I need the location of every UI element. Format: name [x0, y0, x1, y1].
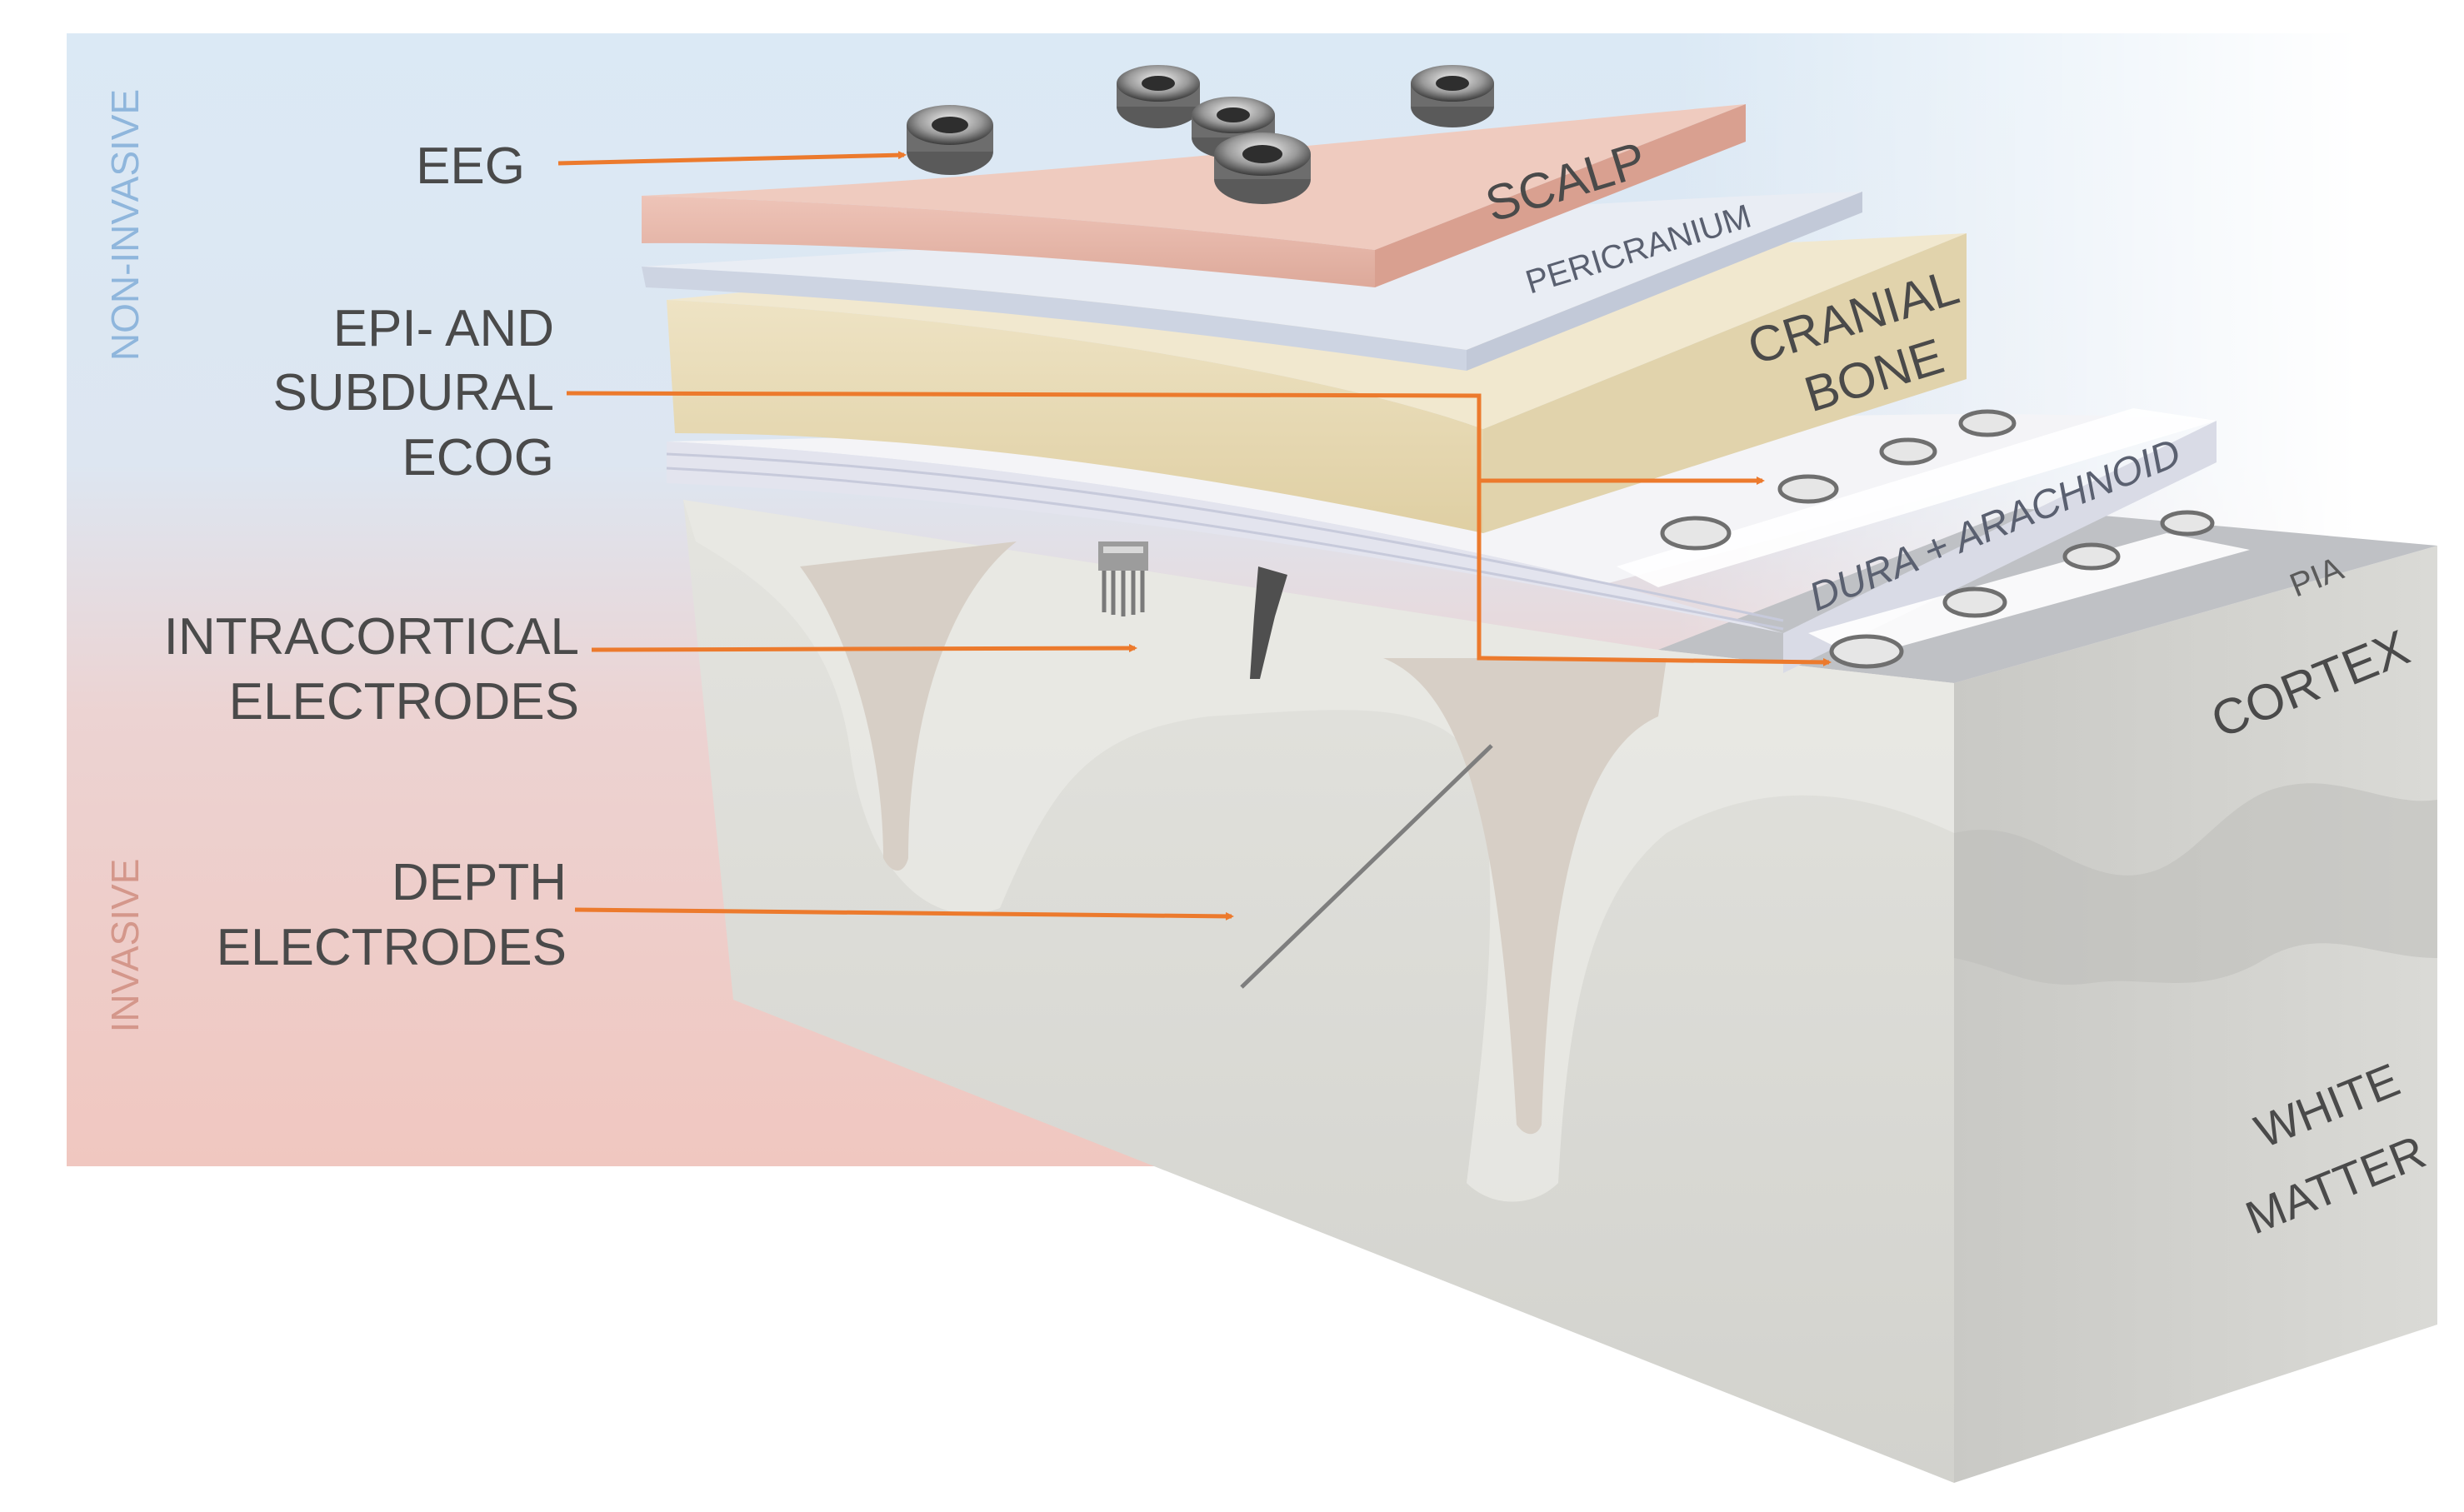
- scalp-layer: [642, 104, 1746, 287]
- eeg-electrode-icon: [907, 105, 993, 175]
- dura-front-face: [667, 442, 1783, 633]
- ecog-grid: [1617, 408, 2250, 669]
- ecog-label-line3: ECOG: [402, 429, 554, 487]
- invasive-label: INVASIVE: [103, 859, 147, 1033]
- ecog-contact: [1879, 437, 1937, 466]
- ecog-contact: [1660, 516, 1732, 551]
- cortex-side-face: [1954, 546, 2437, 1483]
- pericranium-front-face: [642, 267, 1467, 371]
- sulcus-left: [800, 541, 1017, 871]
- ecog-contact: [1958, 409, 2017, 437]
- ecog-contact: [1829, 634, 1904, 669]
- ecog-contact: [2160, 510, 2215, 536]
- side-grey-band: [1954, 783, 2437, 986]
- ecog-lower-sheet: [1808, 533, 2250, 658]
- ecog-label-line2: SUBDURAL: [272, 364, 554, 422]
- scalp-front-face: [642, 196, 1375, 287]
- depth-electrode-needle: [1240, 744, 1493, 989]
- intracortical-label-line1: INTRACORTICAL: [164, 608, 579, 666]
- eeg-electrodes: [907, 65, 1494, 204]
- eeg-electrode-icon: [1411, 65, 1494, 127]
- bone-side-face: [1483, 233, 1967, 533]
- eeg-label: EEG: [416, 137, 525, 195]
- scalp-top-face: [642, 104, 1746, 250]
- ecog-contact: [1777, 474, 1839, 504]
- intracortical-arrow: [591, 644, 1137, 653]
- sulcus-right: [1383, 658, 1667, 1135]
- scalp-side-face: [1375, 104, 1746, 287]
- depth-label-line1: DEPTH: [392, 854, 567, 911]
- eeg-arrow: [557, 151, 907, 166]
- ecog-arrow-upper: [566, 391, 1765, 485]
- pericranium-side-face: [1467, 192, 1862, 371]
- ecog-upper-sheet: [1617, 408, 2217, 587]
- eeg-electrode-icon: [1117, 65, 1200, 128]
- ecog-label-line1: EPI- AND: [333, 300, 554, 357]
- bone-front-face: [667, 300, 1483, 533]
- leader-arrows: [557, 151, 1832, 921]
- eeg-electrode-icon: [1214, 132, 1311, 204]
- michigan-probe-icon: [1250, 566, 1287, 679]
- ecog-contact: [1942, 586, 2007, 618]
- depth-arrow: [574, 907, 1234, 921]
- cortex-block: [683, 500, 2437, 1483]
- ecog-arrow-lower: [1477, 481, 1832, 666]
- callout-labels: EEG EPI- AND SUBDURAL ECOG INTRACORTICAL…: [164, 137, 579, 976]
- depth-label-line2: ELECTRODES: [217, 919, 567, 976]
- non-invasive-label: NON-INVASIVE: [103, 89, 147, 361]
- ecog-contact: [2062, 542, 2121, 571]
- intracortical-label-line2: ELECTRODES: [229, 673, 579, 731]
- utah-array-icon: [1098, 541, 1148, 616]
